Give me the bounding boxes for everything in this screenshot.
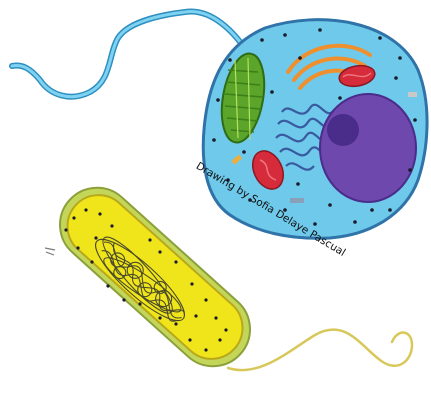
nucleus [320, 94, 416, 202]
bacterium-pilus [45, 248, 55, 255]
bacterium-flagellum [228, 330, 412, 371]
nucleolus [327, 114, 359, 146]
